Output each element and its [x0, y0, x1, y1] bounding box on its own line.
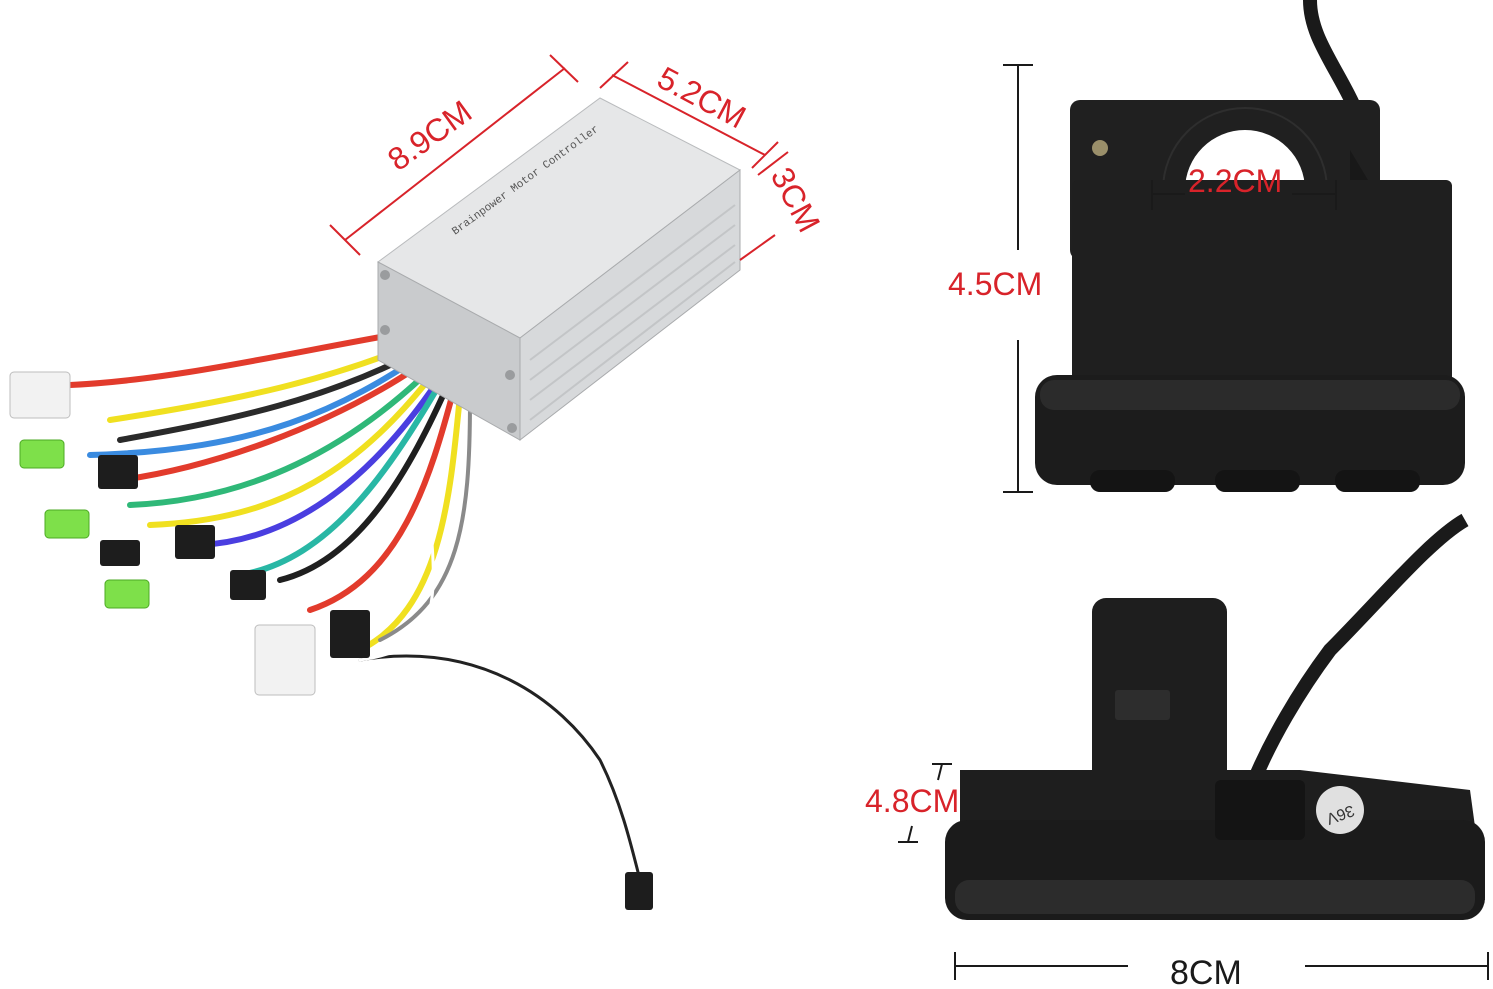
display-width-label: 8CM — [1170, 954, 1242, 989]
display-depth-label: 4.8CM — [865, 783, 959, 819]
display-side-view — [1035, 0, 1465, 492]
controller-connectors — [9, 371, 653, 910]
display-height-label: 4.5CM — [948, 266, 1042, 302]
controller-dimensions — [329, 54, 789, 261]
clamp-diameter-label: 2.2CM — [1188, 163, 1282, 199]
controller-length-label: 8.9CM — [381, 93, 478, 178]
controller-height-label: 3CM — [764, 161, 828, 238]
display-front-view: 36V — [945, 513, 1485, 920]
motor-controller: Brainpower Motor Controller — [9, 97, 741, 910]
controller-body: Brainpower Motor Controller — [377, 97, 741, 442]
controller-wires — [67, 327, 642, 882]
display-bottom-dimensions — [898, 763, 1489, 980]
display-top-dimensions — [1003, 64, 1337, 493]
controller-width-label: 5.2CM — [652, 59, 752, 135]
